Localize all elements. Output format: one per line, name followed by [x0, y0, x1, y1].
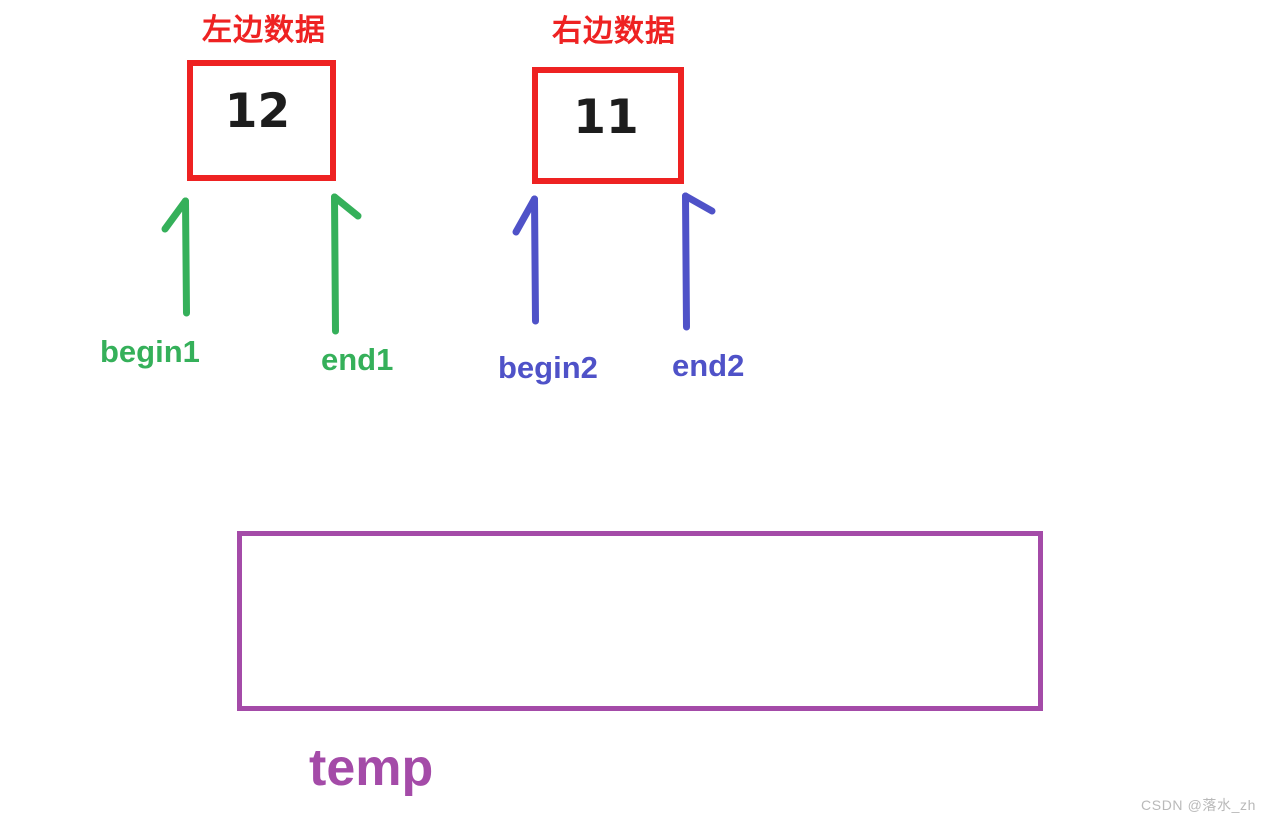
temp-buffer-box: [237, 531, 1043, 711]
data-box-right-value: 11: [573, 90, 639, 145]
pointer-label-begin2: begin2: [498, 350, 598, 385]
heading-left-data: 左边数据: [202, 14, 326, 47]
heading-right-data: 右边数据: [552, 15, 676, 48]
arrow-begin1: [161, 197, 190, 317]
data-box-left-value: 12: [224, 84, 291, 139]
arrow-begin2: [512, 195, 539, 325]
arrow-end2: [682, 192, 716, 331]
watermark: CSDN @落水_zh: [1141, 797, 1256, 813]
data-box-left: 12: [187, 60, 336, 181]
pointer-label-end1: end1: [321, 342, 394, 377]
temp-buffer-label: temp: [309, 739, 434, 797]
pointer-label-end2: end2: [672, 348, 745, 383]
arrow-end1: [331, 193, 362, 335]
data-box-right: 11: [532, 67, 684, 184]
pointer-label-begin1: begin1: [100, 334, 200, 369]
